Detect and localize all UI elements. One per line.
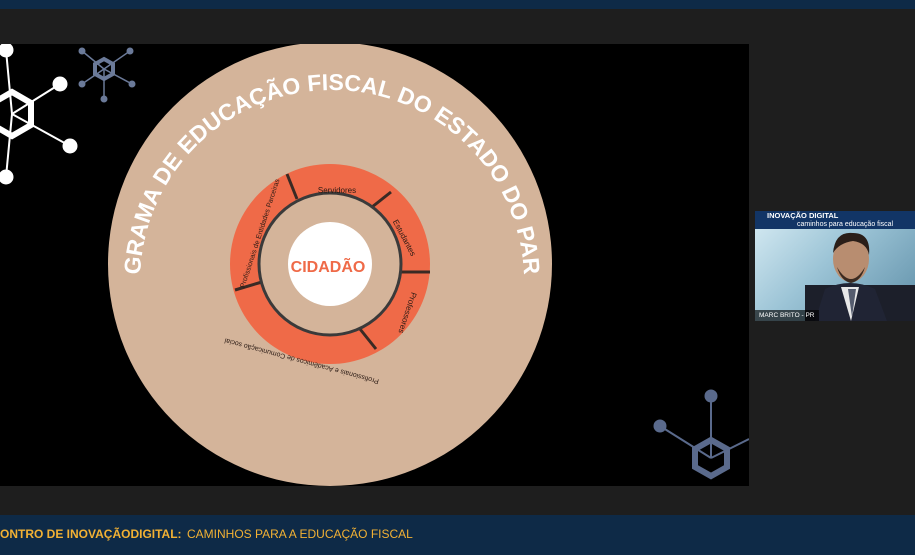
segment-label-servidores: Servidores (318, 186, 356, 195)
participant-avatar (805, 232, 915, 321)
footer-subtitle: CAMINHOS PARA A EDUCAÇÃO FISCAL (187, 527, 413, 541)
molecule-icon (0, 44, 78, 185)
top-bar (0, 0, 915, 9)
participant-name: MARC BRITO - PR (755, 310, 819, 321)
center-label: CIDADÃO (291, 256, 366, 276)
footer-title: ONTRO DE INOVAÇÃODIGITAL: (0, 527, 182, 541)
shared-slide: PROGRAMA DE EDUCAÇÃO FISCAL DO ESTADO DO… (0, 44, 749, 486)
program-diagram: PROGRAMA DE EDUCAÇÃO FISCAL DO ESTADO DO… (0, 44, 749, 486)
video-banner: INOVAÇÃO DIGITAL caminhos para educação … (755, 211, 915, 229)
molecule-icon-bottom (653, 389, 749, 480)
center-circle (288, 222, 372, 306)
participant-video[interactable]: INOVAÇÃO DIGITAL caminhos para educação … (755, 211, 915, 321)
event-footer: ONTRO DE INOVAÇÃODIGITAL: CAMINHOS PARA … (0, 515, 915, 555)
small-molecule-icon (78, 47, 136, 103)
segment-dividers (234, 173, 430, 350)
